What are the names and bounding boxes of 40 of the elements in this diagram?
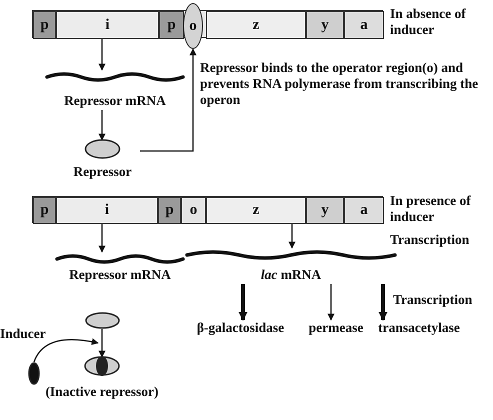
gene-region: a xyxy=(344,197,384,224)
gene-region: o xyxy=(181,197,206,224)
gene-region: z xyxy=(206,11,306,39)
gene-region: p xyxy=(158,197,181,224)
protein-label: permease xyxy=(300,320,372,340)
arrow xyxy=(98,38,106,71)
gene-region: p xyxy=(33,197,56,224)
gene-region: p xyxy=(33,11,56,39)
annotation: Repressor binds to the operator region(o) and prevents RNA polymerase from transcribing the operon xyxy=(200,60,480,109)
node-label: Repressor mRNA xyxy=(63,93,167,109)
dna-strand xyxy=(32,10,383,38)
arrow xyxy=(98,110,106,141)
node-label: Repressor mRNA xyxy=(68,267,172,283)
node-label: lac mRNA xyxy=(260,267,322,283)
node-label: Repressor xyxy=(72,164,133,180)
gene-region: y xyxy=(306,197,344,224)
gene-region: y xyxy=(306,11,344,39)
arrow xyxy=(98,223,106,253)
arrow xyxy=(33,338,99,362)
gene-region: z xyxy=(206,197,306,224)
condition-note: In absence of inducer xyxy=(390,6,467,39)
gene-region: i xyxy=(56,11,159,39)
condition-note: Inducer xyxy=(0,326,47,342)
protein-label: β-galactosidase xyxy=(181,320,300,340)
node-label: (Inactive repressor) xyxy=(44,384,160,400)
gene-region: i xyxy=(56,197,158,224)
arrow xyxy=(328,284,334,321)
arrow xyxy=(288,223,296,249)
process-label: Transcription xyxy=(390,232,470,249)
arrow xyxy=(140,48,196,152)
protein-label: transacetylase xyxy=(372,320,466,340)
arrow xyxy=(238,284,248,321)
process-label: Transcription xyxy=(393,292,474,309)
gene-region: p xyxy=(159,11,184,39)
gene-region: a xyxy=(344,11,384,39)
operator-region: o xyxy=(183,3,203,49)
dna-strand xyxy=(32,196,383,223)
condition-note: In presence of inducer xyxy=(390,193,472,226)
arrow xyxy=(98,329,106,358)
arrow xyxy=(378,284,388,321)
